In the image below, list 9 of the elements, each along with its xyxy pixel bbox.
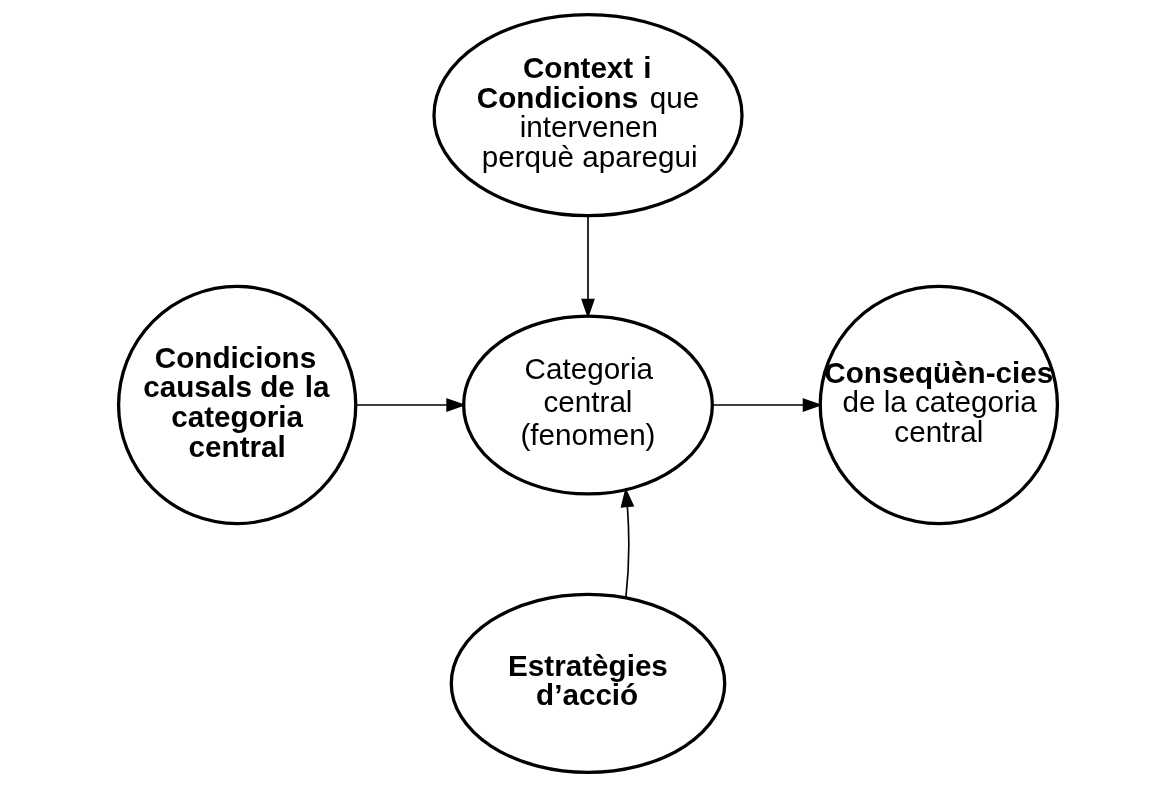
arrow xyxy=(711,398,823,412)
node-ellipse: Categoria central (fenomen) xyxy=(462,314,714,496)
node-ellipse: Estratègies d’acció xyxy=(449,592,727,774)
arrow xyxy=(355,398,467,412)
node-circle: Conseqüèn-cies de la categoria central xyxy=(818,284,1060,526)
arrow xyxy=(620,487,635,599)
node-ellipse: Context i Condicions que intervenen perquè aparegui xyxy=(432,13,744,218)
node-circle: Condicions causals de la categoria central xyxy=(116,284,358,526)
arrow xyxy=(581,215,595,319)
